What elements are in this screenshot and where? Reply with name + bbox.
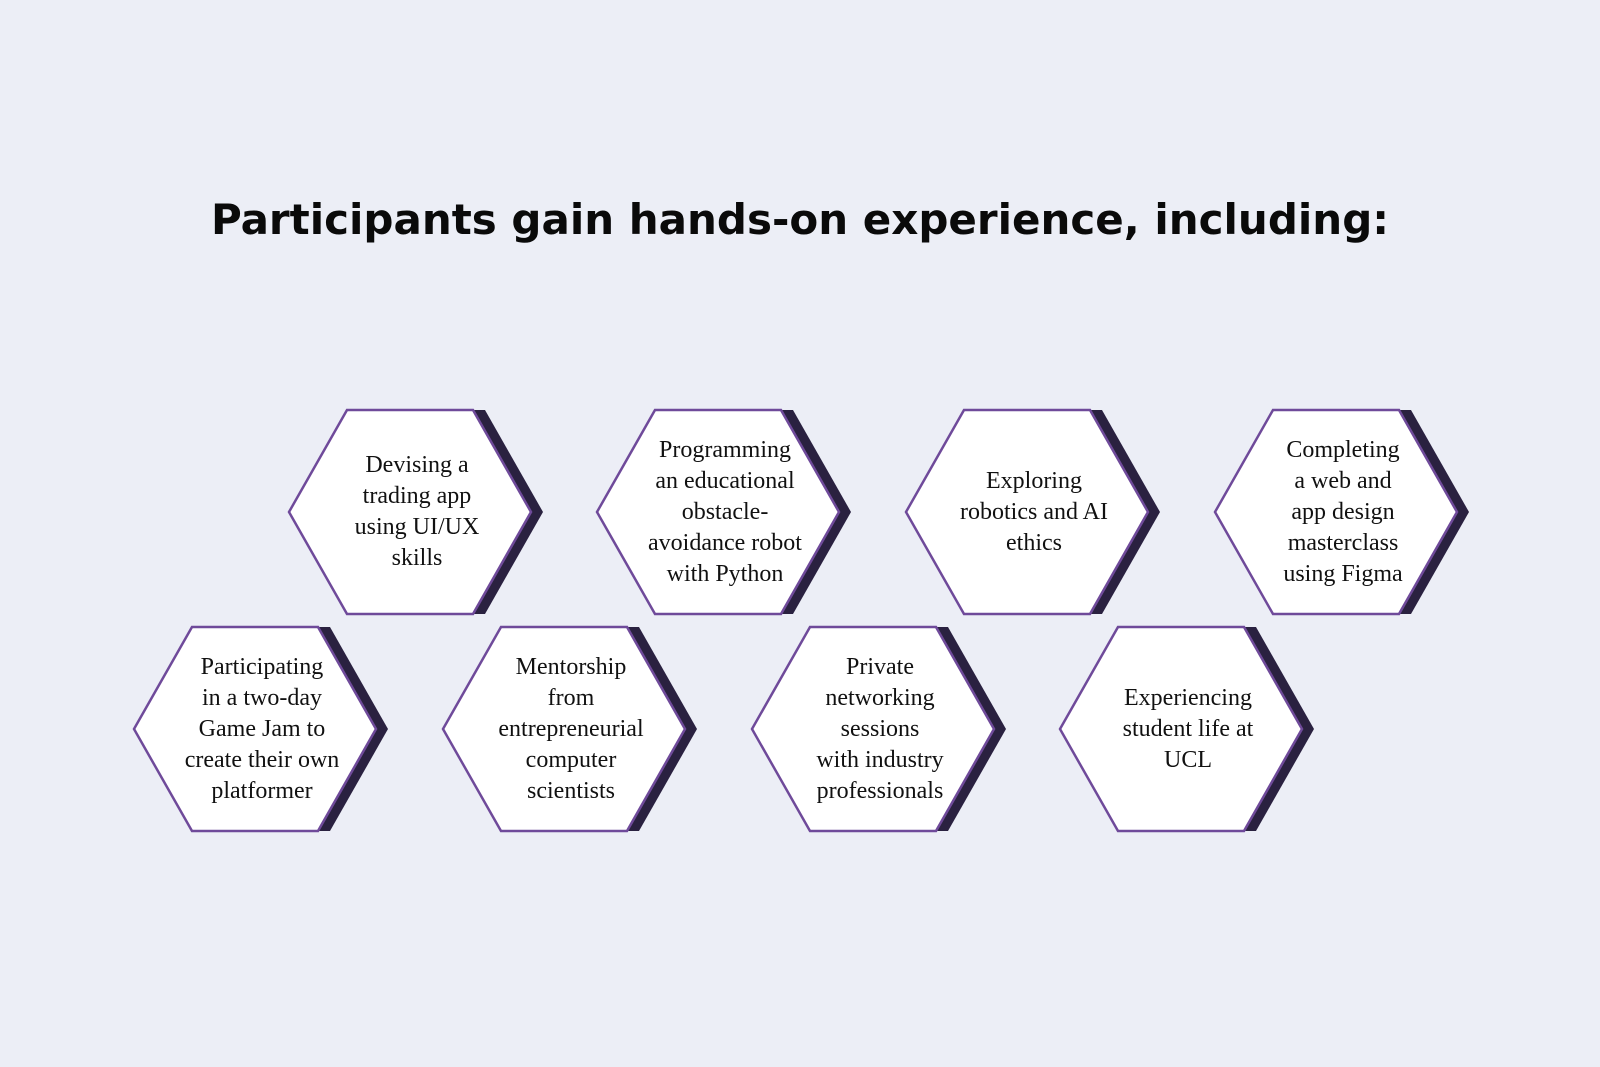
hexagon-item: Mentorship from entrepreneurial computer sci… — [441, 625, 701, 833]
hexagon-label-line: with industry — [816, 746, 944, 773]
hexagon-label: Exploring robotics and AI ethics — [944, 408, 1124, 616]
hexagon-label-line: a web and — [1294, 467, 1392, 494]
hexagon-body — [1058, 625, 1304, 833]
hexagon-label-line: networking — [825, 684, 935, 711]
hexagon-label-line: app design — [1291, 498, 1395, 525]
diagram-title: Participants gain hands-on experience, i… — [210, 195, 1390, 244]
hexagon-shape — [287, 408, 543, 616]
hexagon-item: Devising a trading app using UI/UX skills — [287, 408, 547, 616]
hexagon-body — [287, 408, 533, 616]
hexagon-label-line: sessions — [840, 715, 920, 742]
hexagon-item: Completing a web and app design masterclass… — [1213, 408, 1473, 616]
hexagon-shape — [1213, 408, 1469, 616]
hexagon-body — [132, 625, 378, 833]
hexagon-label-line: UCL — [1163, 746, 1212, 773]
hexagon-shape — [595, 408, 851, 616]
hexagon-label-line: scientists — [527, 777, 615, 804]
hexagon-item: Programming an educational obstacle-avoida… — [595, 408, 855, 616]
hexagon-label-line: platformer — [211, 777, 313, 804]
hexagon-label-line: student life at — [1122, 715, 1254, 742]
hexagon-label-line: obstacle- — [681, 498, 769, 525]
hexagon-label-line: skills — [391, 545, 443, 571]
hexagon-label-line: Completing — [1286, 436, 1400, 463]
hexagon-item: Experiencing student life at UCL — [1058, 625, 1318, 833]
hexagon-body — [441, 625, 687, 833]
hexagon-label-line: using UI/UX — [354, 514, 480, 540]
hexagon-body — [750, 625, 996, 833]
hexagon-label-line: trading app — [362, 483, 472, 509]
hexagon-body — [904, 408, 1150, 616]
hexagon-label-line: Experiencing — [1124, 684, 1252, 711]
hexagon-label: Completing a web and app design masterclass… — [1253, 408, 1433, 616]
hexagon-label-line: masterclass — [1287, 529, 1399, 556]
hexagon-label: Private networking sessions with industry pr… — [790, 625, 970, 833]
hexagon-shape — [750, 625, 1006, 833]
hexagon-shape — [441, 625, 697, 833]
hexagon-label-line: create their own — [184, 746, 340, 773]
hexagon-label-line: computer — [525, 746, 617, 773]
hexagon-label-line: from — [547, 684, 595, 711]
hexagon-shape — [132, 625, 388, 833]
hexagon-label: Programming an educational obstacle-avoida… — [635, 408, 815, 616]
hexagon-label-line: robotics and AI — [960, 498, 1108, 525]
hexagon-label-line: with Python — [666, 560, 784, 587]
hexagon-label-line: Programming — [659, 436, 791, 463]
hexagon-label-line: Exploring — [985, 467, 1082, 494]
hexagon-body — [1213, 408, 1459, 616]
hexagon-item: Exploring robotics and AI ethics — [904, 408, 1164, 616]
hexagon-shape — [904, 408, 1160, 616]
hexagon-label-line: using Figma — [1283, 560, 1403, 587]
hexagon-label-line: entrepreneurial — [498, 715, 644, 742]
hexagon-label-line: Mentorship — [515, 653, 627, 680]
hexagon-item: Private networking sessions with industry pr… — [750, 625, 1010, 833]
hexagon-label: Experiencing student life at UCL — [1098, 625, 1278, 833]
hexagon-label-line: avoidance robot — [648, 529, 802, 556]
hexagon-label-line: Devising a — [365, 452, 469, 478]
hexagon-shape — [1058, 625, 1314, 833]
hexagon-body — [595, 408, 841, 616]
hexagon-label-line: ethics — [1006, 529, 1062, 556]
hexagon-label-line: Game Jam to — [198, 715, 326, 742]
hexagon-label-line: Private — [846, 653, 914, 680]
hexagon-label-line: an educational — [655, 467, 795, 494]
hexagon-label: Mentorship from entrepreneurial computer sci… — [481, 625, 661, 833]
hexagon-label-line: in a two-day — [202, 684, 322, 711]
hexagon-label-line: professionals — [816, 777, 944, 804]
hexagon-label: Devising a trading app using UI/UX skills — [327, 408, 507, 616]
hexagon-label-line: Participating — [200, 653, 324, 680]
